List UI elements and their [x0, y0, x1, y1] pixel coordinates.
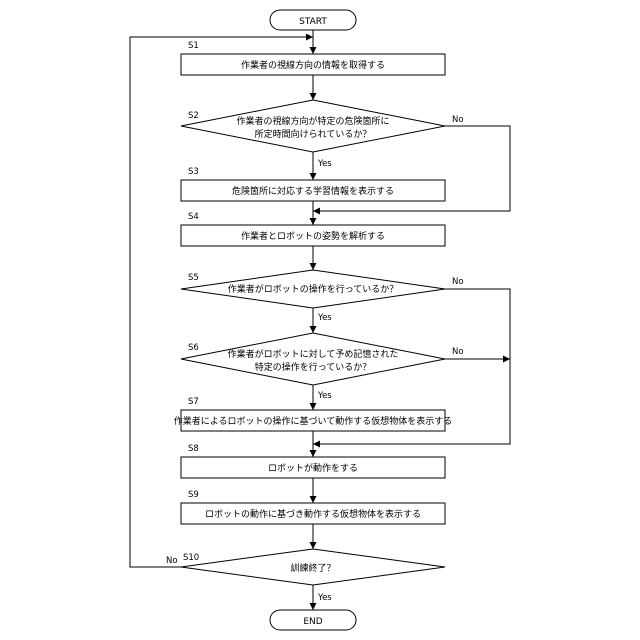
- decision-s2-text-line1: 作業者の視線方向が特定の危険箇所に: [236, 115, 389, 127]
- step-label-s8: S8: [188, 444, 199, 454]
- decision-s5-text: 作業者がロボットの操作を行っているか？: [228, 283, 399, 295]
- start-label: START: [299, 17, 327, 27]
- s2-yes-label: Yes: [317, 159, 332, 169]
- process-s4-text: 作業者とロボットの姿勢を解析する: [241, 230, 385, 242]
- process-s8-text: ロボットが動作をする: [268, 462, 358, 474]
- process-s1-text: 作業者の視線方向の情報を取得する: [241, 59, 385, 71]
- decision-s2-text-line2: 所定時間向けられているか？: [255, 128, 372, 140]
- s10-no-label: No: [166, 556, 178, 566]
- decision-s10-text: 訓練終了？: [290, 562, 335, 574]
- step-label-s2: S2: [188, 111, 199, 121]
- step-label-s4: S4: [188, 212, 199, 222]
- step-label-s5: S5: [188, 273, 199, 283]
- decision-s6-text-line2: 特定の操作を行っているか？: [255, 361, 372, 373]
- s2-no-label: No: [452, 115, 464, 125]
- s6-yes-label: Yes: [317, 391, 332, 401]
- s5-no-label: No: [452, 277, 464, 287]
- step-label-s10: S10: [183, 553, 199, 563]
- process-s7-text: 作業者によるロボットの操作に基づいて動作する仮想物体を表示する: [174, 415, 452, 427]
- step-label-s7: S7: [188, 397, 199, 407]
- decision-s6-text-line1: 作業者がロボットに対して予め記憶された: [228, 348, 399, 360]
- process-s3-text: 危険箇所に対応する学習情報を表示する: [232, 185, 394, 197]
- step-label-s6: S6: [188, 343, 199, 353]
- end-label: END: [303, 617, 322, 627]
- s5-yes-label: Yes: [317, 313, 332, 323]
- s10-yes-label: Yes: [317, 593, 332, 603]
- step-label-s1: S1: [188, 41, 199, 51]
- step-label-s9: S9: [188, 490, 199, 500]
- step-label-s3: S3: [188, 167, 199, 177]
- process-s9-text: ロボットの動作に基づき動作する仮想物体を表示する: [205, 508, 421, 520]
- s6-no-label: No: [452, 347, 464, 357]
